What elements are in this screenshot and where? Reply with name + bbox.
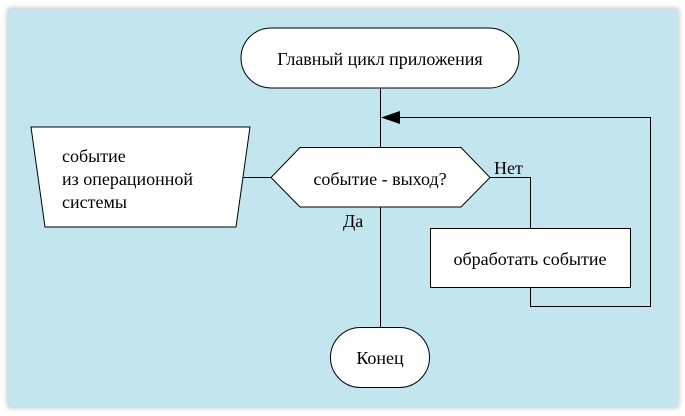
yes-branch-label: Да [343, 211, 363, 231]
process-label: обработать событие [454, 249, 607, 269]
arrow-head-icon [381, 111, 400, 124]
end-terminator [330, 327, 430, 388]
start-terminator [240, 27, 520, 89]
input-label-line-2: из операционной [62, 169, 193, 189]
end-label: Конец [356, 348, 404, 368]
decision-hexagon [270, 147, 491, 208]
process-box [430, 228, 631, 288]
start-label: Главный цикл приложения [277, 49, 482, 69]
input-label-line-3: системы [62, 192, 127, 212]
input-label-line-1: событие [62, 146, 126, 166]
connector-no-branch [490, 177, 531, 228]
no-branch-label: Нет [494, 158, 523, 178]
decision-label: событие - выход? [313, 169, 446, 189]
input-trapezoid [30, 126, 251, 228]
connector-loop-back [398, 117, 651, 307]
